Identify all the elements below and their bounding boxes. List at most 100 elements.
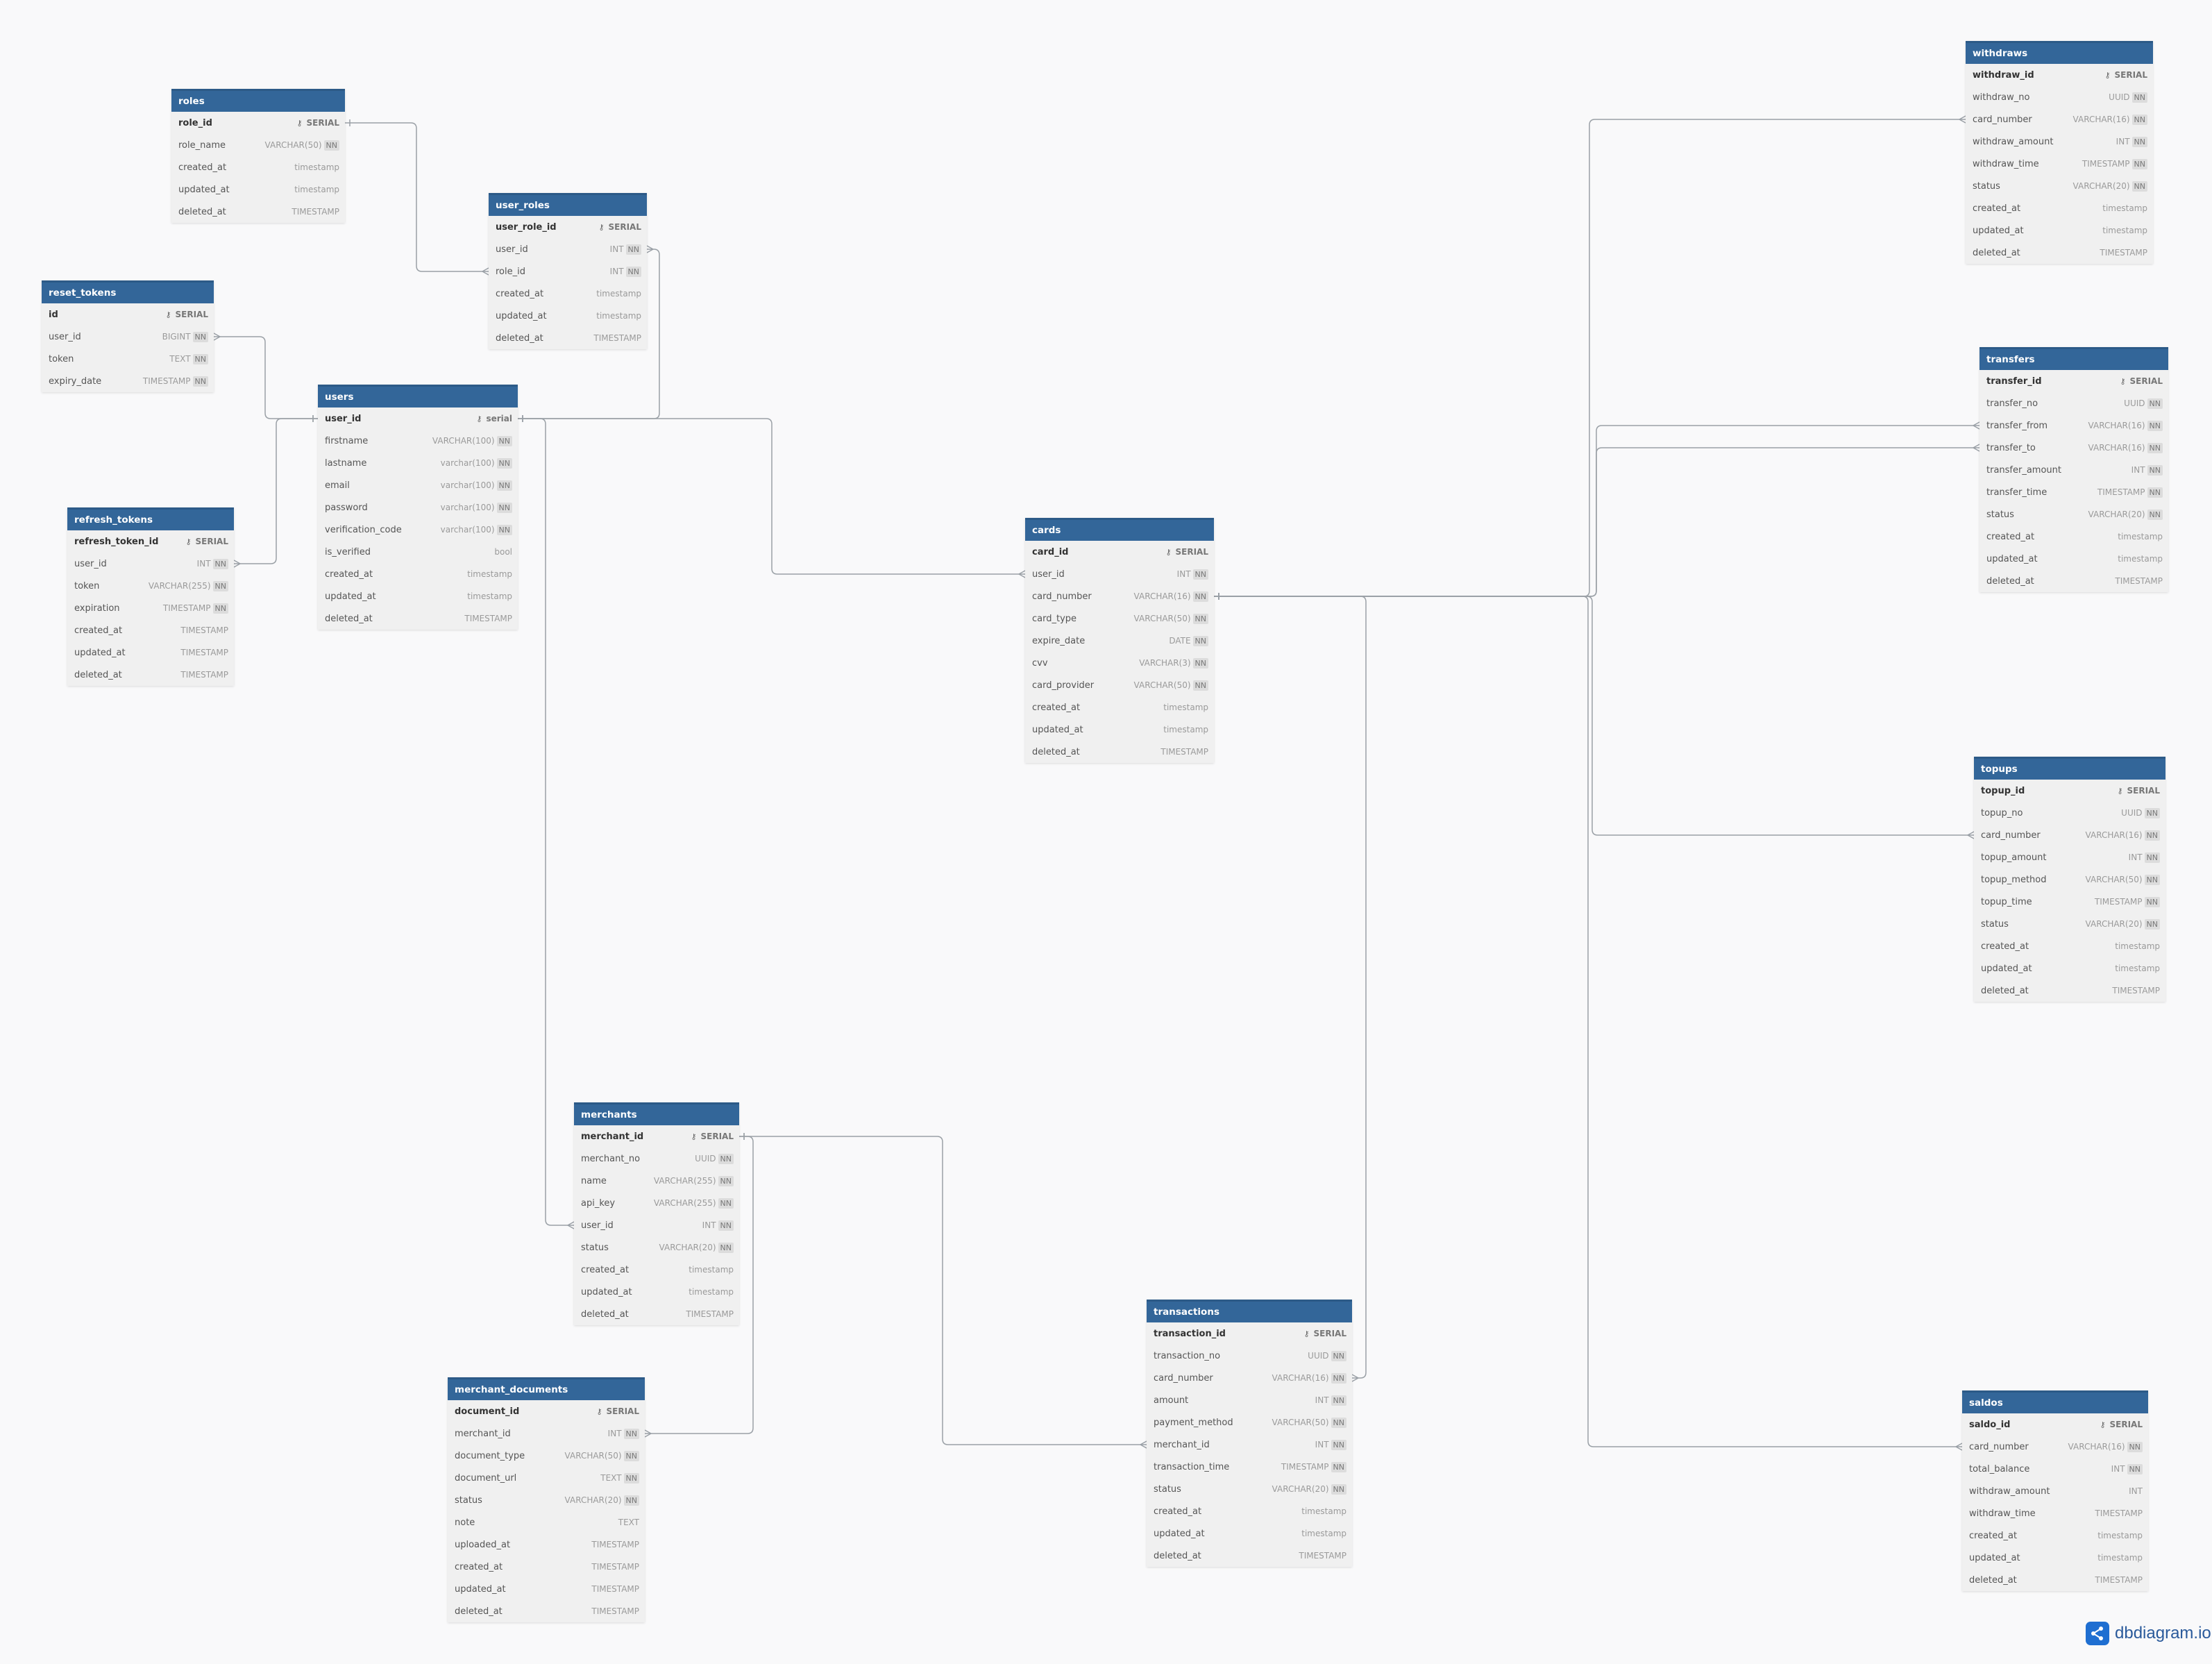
table-row[interactable]: transfer_id⚷SERIAL — [1979, 370, 2168, 392]
relationship-line[interactable] — [1214, 596, 1974, 836]
table-header[interactable]: merchant_documents — [448, 1377, 645, 1400]
table-row[interactable]: card_id⚷SERIAL — [1025, 541, 1214, 563]
table-header[interactable]: cards — [1025, 518, 1214, 541]
table-row[interactable]: withdraw_id⚷SERIAL — [1966, 64, 2153, 86]
table-header[interactable]: roles — [171, 89, 345, 112]
relationship-line[interactable] — [1214, 119, 1966, 597]
table-header[interactable]: users — [318, 385, 518, 407]
relationship-line[interactable] — [518, 418, 574, 1226]
table-header[interactable]: transactions — [1147, 1300, 1352, 1322]
relationship-line[interactable] — [518, 418, 1025, 575]
table-row[interactable]: merchant_id⚷SERIAL — [574, 1125, 739, 1148]
table-header[interactable]: topups — [1974, 757, 2165, 780]
table-row[interactable]: saldo_id⚷SERIAL — [1962, 1413, 2148, 1436]
table-header[interactable]: user_roles — [489, 193, 647, 216]
table-header[interactable]: transfers — [1979, 347, 2168, 370]
table-header[interactable]: saldos — [1962, 1390, 2148, 1413]
table-row[interactable]: document_id⚷SERIAL — [448, 1400, 645, 1422]
table-row[interactable]: user_role_id⚷SERIAL — [489, 216, 647, 238]
relationship-line[interactable] — [345, 122, 489, 272]
table-row[interactable]: refresh_token_id⚷SERIAL — [67, 530, 234, 553]
relationship-line[interactable] — [739, 1136, 1147, 1445]
table-header[interactable]: reset_tokens — [42, 280, 214, 303]
table-header[interactable]: refresh_tokens — [67, 507, 234, 530]
table-row[interactable]: user_id⚷serial — [318, 407, 518, 430]
relationship-line[interactable] — [214, 336, 318, 419]
table-header[interactable]: merchants — [574, 1102, 739, 1125]
